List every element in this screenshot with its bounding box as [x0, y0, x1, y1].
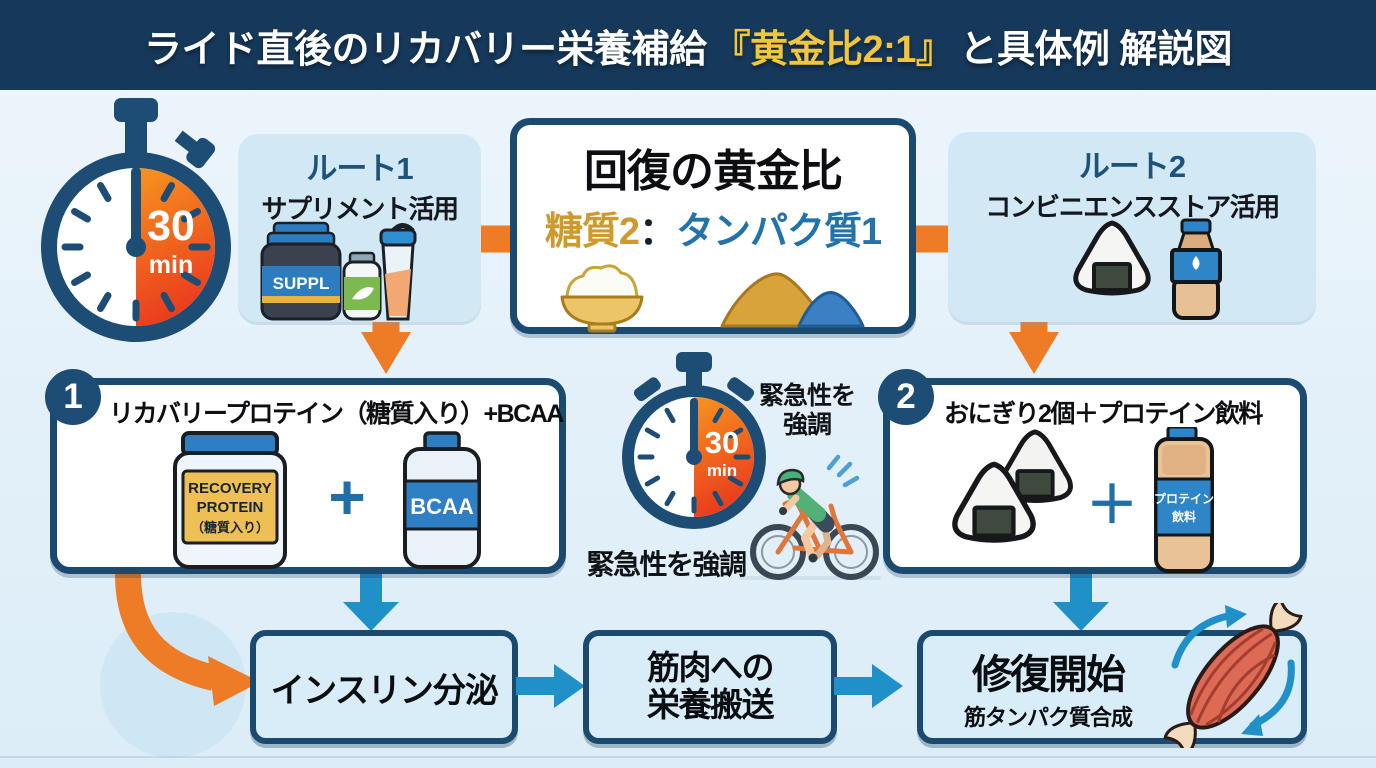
- transport-line1: 筋肉への: [647, 649, 775, 687]
- carb-ratio-label: 糖質2: [544, 211, 640, 253]
- flow-step-insulin: インスリン分泌: [250, 630, 518, 744]
- ratio-colon: ：: [638, 211, 677, 253]
- box2-title: おにぎり2個＋プロテイン飲料: [944, 400, 1263, 428]
- step-2-badge: 2: [878, 369, 934, 425]
- route1-subtitle: サプリメント活用: [261, 194, 459, 224]
- supplement-jar-label: SUPPL: [273, 274, 330, 293]
- repair-title: 修復開始: [972, 653, 1126, 697]
- green-bottle-icon: [342, 251, 382, 321]
- title-golden-ratio-highlight: 『黄金比2:1』: [712, 28, 954, 71]
- jar-label-line3: （糖質入り）: [191, 520, 269, 535]
- supplements-icon-group: SUPPL: [260, 221, 417, 321]
- route2-detail-box: 2 おにぎり2個＋プロテイン飲料 ＋ プロテイン 飲料: [878, 369, 1307, 574]
- insulin-label: インスリン分泌: [270, 671, 499, 710]
- timer-left-value: 30: [147, 202, 195, 250]
- onigiri-back-icon: [997, 429, 1073, 503]
- water-bottle-icon: [1170, 218, 1222, 320]
- transport-line2: 栄養搬送: [647, 686, 775, 723]
- box1-icons: RECOVERY PROTEIN （糖質入り） + BCAA: [173, 431, 481, 569]
- ratio-icons: [560, 264, 865, 333]
- drink-label-line2: 飲料: [1171, 509, 1196, 524]
- title-suffix: と具体例 解説図: [959, 28, 1232, 71]
- urgency-note-side: 緊急性を 強調: [748, 382, 866, 440]
- repair-subtitle: 筋タンパク質合成: [963, 705, 1133, 730]
- cyclist-icon: [739, 454, 881, 580]
- page-title: ライド直後のリカバリー栄養補給 『黄金比2:1』 と具体例 解説図: [0, 0, 1376, 90]
- recovery-protein-jar-icon: RECOVERY PROTEIN （糖質入り）: [173, 431, 287, 569]
- box2-down-arrow: [1053, 574, 1109, 631]
- bottom-divider: [0, 756, 1376, 758]
- shaker-icon: [379, 223, 417, 321]
- bcaa-label: BCAA: [410, 494, 474, 519]
- flow-arrow-2: [834, 664, 903, 708]
- box1-down-arrow: [343, 574, 399, 631]
- step-1-badge: 1: [45, 369, 101, 425]
- flow-arrow-1: [516, 664, 585, 708]
- urgency-side-line2: 強調: [782, 410, 832, 439]
- timer-left-unit: min: [149, 251, 193, 279]
- protein-drink-bottle-icon: プロテイン 飲料: [1154, 427, 1214, 573]
- golden-ratio-box: 回復の黄金比 糖質2：タンパク質1: [510, 118, 916, 334]
- rice-bowl-icon: [560, 264, 644, 333]
- jar-label-line1: RECOVERY: [188, 480, 272, 497]
- onigiri-icon: [1073, 220, 1151, 296]
- route2-title: ルート2: [1078, 149, 1186, 184]
- box1-plus-sign: +: [328, 461, 365, 533]
- protein-ratio-label: タンパク質1: [676, 211, 882, 253]
- golden-ratio-title: 回復の黄金比: [584, 147, 843, 196]
- timer-center-unit: min: [707, 461, 737, 480]
- jar-label-line2: PROTEIN: [197, 499, 264, 516]
- timer-center-value: 30: [705, 425, 739, 460]
- insulin-orange-curve-arrow: [115, 573, 260, 706]
- onigiri-front-icon: [952, 461, 1036, 543]
- box1-title: リカバリープロテイン（糖質入り）+BCAA: [109, 400, 564, 428]
- box2-icons: ＋ プロテイン 飲料: [952, 427, 1214, 573]
- golden-ratio-formula: 糖質2：タンパク質1: [517, 200, 909, 255]
- drink-label-line1: プロテイン: [1154, 491, 1214, 506]
- urgency-stopwatch-icon: 30 min: [622, 352, 766, 529]
- powder-piles-icon: [720, 272, 865, 328]
- bcaa-bottle-icon: BCAA: [403, 431, 481, 569]
- route1-title: ルート1: [306, 151, 413, 186]
- title-prefix: ライド直後のリカバリー栄養補給: [143, 28, 707, 71]
- box2-plus-sign: ＋: [1086, 477, 1138, 535]
- route1-detail-box: 1 リカバリープロテイン（糖質入り）+BCAA RECOVERY PROTEIN…: [45, 369, 566, 574]
- route2-subtitle: コンビニエンスストア活用: [985, 192, 1280, 222]
- urgency-note-bottom: 緊急性を強調: [586, 549, 747, 580]
- muscle-icon: [1163, 603, 1303, 748]
- stopwatch-30min-icon: 30 min: [41, 98, 231, 342]
- convenience-icon-group: [1073, 218, 1222, 320]
- supplement-jar-icon: SUPPL: [260, 221, 342, 321]
- urgency-side-line1: 緊急性を: [758, 382, 856, 410]
- flow-step-transport: 筋肉への 栄養搬送: [583, 630, 837, 744]
